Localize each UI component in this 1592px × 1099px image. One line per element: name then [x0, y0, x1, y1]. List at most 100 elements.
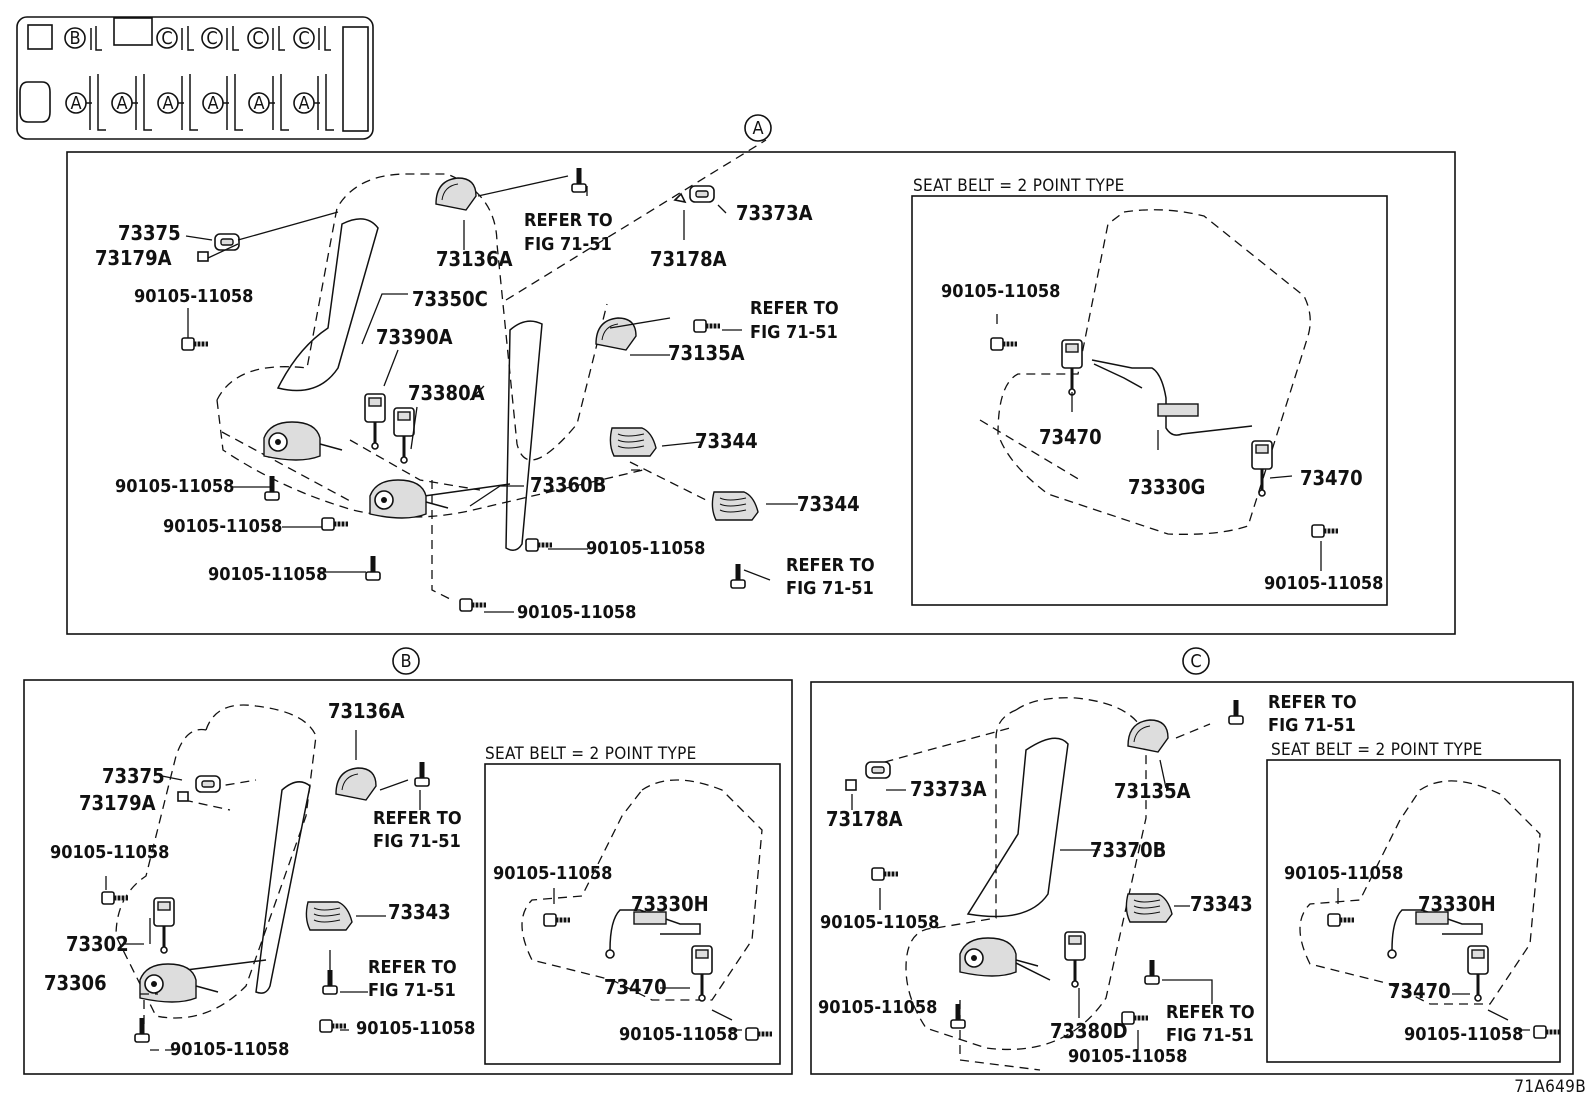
- index-marker-a5: A: [253, 93, 264, 114]
- inset-b-label-73330h: 73330H: [631, 892, 709, 916]
- section-c-inset-title: SEAT BELT = 2 POINT TYPE: [1271, 740, 1483, 760]
- inset-b-label-bolt-1: 90105-11058: [493, 863, 612, 884]
- index-marker-a2: A: [116, 93, 127, 114]
- inset-a-label-73330g: 73330G: [1128, 475, 1205, 499]
- section-b-inset-frame: [484, 763, 781, 1065]
- label-b-73136a: 73136A: [328, 699, 405, 723]
- label-refer-mid-1: REFER TO: [750, 298, 839, 319]
- inset-c-label-bolt-1: 90105-11058: [1284, 863, 1403, 884]
- label-b-73375: 73375: [102, 764, 165, 788]
- label-b-73302: 73302: [66, 932, 129, 956]
- index-marker-c3: C: [252, 28, 263, 49]
- label-bolt-bottom: 90105-11058: [517, 602, 636, 623]
- label-c-bolt-lower-left: 90105-11058: [818, 997, 937, 1018]
- label-c-refer-bottom-2: FIG 71-51: [1166, 1025, 1254, 1046]
- section-b-inset: SEAT BELT = 2 POINT TYPE 90105-11058 733…: [484, 744, 781, 1065]
- label-73390a: 73390A: [376, 325, 453, 349]
- index-marker-c1: C: [161, 28, 172, 49]
- section-b-marker: B: [400, 651, 411, 672]
- label-c-73178a: 73178A: [826, 807, 903, 831]
- label-bolt-upper-left: 90105-11058: [134, 286, 253, 307]
- section-c: C REFER TO FIG 71-51 73373A 73135A 73178…: [810, 647, 1574, 1075]
- label-refer-top-1: REFER TO: [524, 210, 613, 231]
- label-refer-bottom-1: REFER TO: [786, 555, 875, 576]
- section-b: B 73136A 73375 73179A REFER TO FIG 71-51…: [23, 647, 793, 1075]
- section-a-marker-circle: [744, 114, 772, 142]
- label-c-refer-bottom-1: REFER TO: [1166, 1002, 1255, 1023]
- section-c-inset: SEAT BELT = 2 POINT TYPE 90105-11058 733…: [1266, 740, 1561, 1063]
- label-b-refer-1: REFER TO: [373, 808, 462, 829]
- label-b-bolt-upper-left: 90105-11058: [50, 842, 169, 863]
- inset-a-label-bolt-2: 90105-11058: [1264, 573, 1383, 594]
- inset-c-label-73470: 73470: [1388, 979, 1451, 1003]
- index-marker-a1: A: [70, 93, 81, 114]
- section-a-frame: [66, 151, 1456, 635]
- section-a-inset-frame: [911, 195, 1388, 606]
- index-marker-a3: A: [162, 93, 173, 114]
- label-c-bolt-bottom: 90105-11058: [1068, 1046, 1187, 1067]
- label-73360b: 73360B: [530, 473, 606, 497]
- label-c-73370b: 73370B: [1090, 838, 1166, 862]
- index-marker-a6: A: [298, 93, 309, 114]
- label-bolt-left-2: 90105-11058: [163, 516, 282, 537]
- index-marker-c4: C: [298, 28, 309, 49]
- label-refer-top-2: FIG 71-51: [524, 234, 612, 255]
- index-table: B C C C C A A A A: [16, 16, 374, 140]
- label-73344-upper: 73344: [695, 429, 758, 453]
- section-b-frame: [23, 679, 793, 1075]
- label-73136a: 73136A: [436, 247, 513, 271]
- inset-a-label-bolt-1: 90105-11058: [941, 281, 1060, 302]
- section-c-inset-frame: [1266, 759, 1561, 1063]
- label-b-73343: 73343: [388, 900, 451, 924]
- label-73373a: 73373A: [736, 201, 813, 225]
- label-73179a: 73179A: [95, 246, 172, 270]
- index-marker-c2: C: [206, 28, 217, 49]
- inset-b-label-73470: 73470: [604, 975, 667, 999]
- label-b-73179a: 73179A: [79, 791, 156, 815]
- section-b-marker-circle: [392, 647, 420, 675]
- label-73178a: 73178A: [650, 247, 727, 271]
- label-refer-mid-2: FIG 71-51: [750, 322, 838, 343]
- section-a-marker: A: [752, 118, 763, 139]
- section-b-inset-title: SEAT BELT = 2 POINT TYPE: [485, 744, 697, 764]
- label-73344-lower: 73344: [797, 492, 860, 516]
- label-73375: 73375: [118, 221, 181, 245]
- label-refer-bottom-2: FIG 71-51: [786, 578, 874, 599]
- section-c-marker-circle: [1182, 647, 1210, 675]
- diagram-code: 71A649B: [1514, 1077, 1586, 1097]
- label-c-73343: 73343: [1190, 892, 1253, 916]
- section-c-frame: [810, 681, 1574, 1075]
- label-b-bolt-bottom: 90105-11058: [170, 1039, 289, 1060]
- label-b-refer-2: FIG 71-51: [373, 831, 461, 852]
- label-c-refer-2: FIG 71-51: [1268, 715, 1356, 736]
- label-73350c: 73350C: [412, 287, 488, 311]
- label-c-bolt-left: 90105-11058: [820, 912, 939, 933]
- label-c-73373a: 73373A: [910, 777, 987, 801]
- label-c-73380d: 73380D: [1050, 1019, 1128, 1043]
- label-b-bolt-right: 90105-11058: [356, 1018, 475, 1039]
- label-b-refer-bottom-2: FIG 71-51: [368, 980, 456, 1001]
- index-row-1: B C C C C: [64, 26, 331, 51]
- section-a: A: [66, 114, 1456, 635]
- inset-b-label-bolt-2: 90105-11058: [619, 1024, 738, 1045]
- section-a-inset-title: SEAT BELT = 2 POINT TYPE: [913, 176, 1125, 196]
- index-marker-a4: A: [207, 93, 218, 114]
- inset-c-label-bolt-2: 90105-11058: [1404, 1024, 1523, 1045]
- section-a-inset: SEAT BELT = 2 POINT TYPE 90105-11058 734…: [911, 176, 1388, 606]
- label-73135a: 73135A: [668, 341, 745, 365]
- inset-a-label-73470-2: 73470: [1300, 466, 1363, 490]
- label-c-73135a: 73135A: [1114, 779, 1191, 803]
- label-bolt-left-1: 90105-11058: [115, 476, 234, 497]
- label-b-73306: 73306: [44, 971, 107, 995]
- label-bolt-mid: 90105-11058: [586, 538, 705, 559]
- label-bolt-left-3: 90105-11058: [208, 564, 327, 585]
- label-b-refer-bottom-1: REFER TO: [368, 957, 457, 978]
- inset-c-label-73330h: 73330H: [1418, 892, 1496, 916]
- inset-a-label-73470-1: 73470: [1039, 425, 1102, 449]
- section-c-marker: C: [1190, 651, 1201, 672]
- label-c-refer-1: REFER TO: [1268, 692, 1357, 713]
- label-73380a: 73380A: [408, 381, 485, 405]
- index-marker-b: B: [69, 28, 80, 49]
- index-row-2: A A A A A A: [65, 74, 334, 131]
